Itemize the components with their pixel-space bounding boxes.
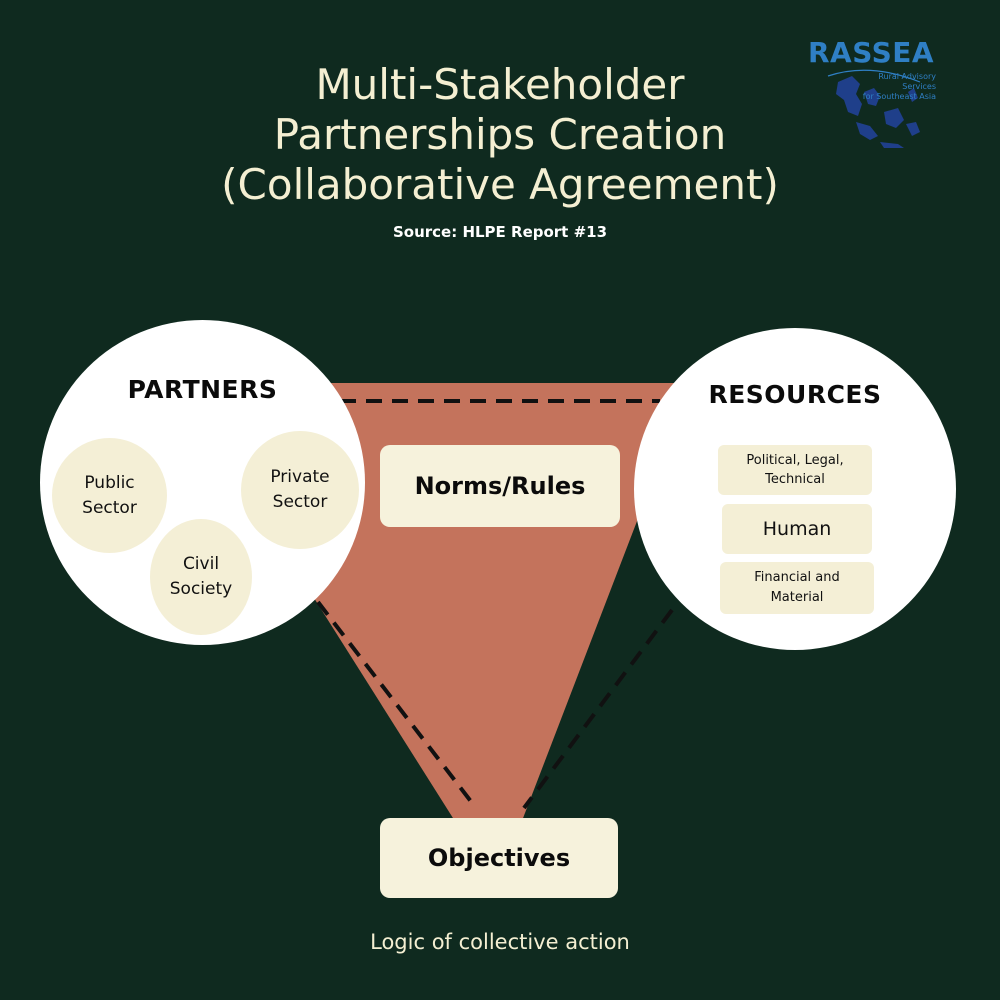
civil-society-line-1: Civil xyxy=(182,554,220,574)
public-sector-line-2: Sector xyxy=(82,497,137,518)
legal-line-1: Political, Legal, xyxy=(746,453,844,468)
dashed-right-edge xyxy=(522,608,674,810)
financial-line-2: Material xyxy=(770,590,824,605)
private-sector-line-1: Private xyxy=(270,467,330,487)
footer-caption: Logic of collective action xyxy=(370,930,630,954)
diagram-title: Multi-Stakeholder Partnerships Creation … xyxy=(120,60,880,210)
logo-subtitle-line-2: for Southeast Asia xyxy=(862,92,936,101)
title-line-2: Partnerships Creation xyxy=(273,110,727,159)
title-line-1: Multi-Stakeholder xyxy=(315,60,685,109)
logo-wordmark: RASSEA xyxy=(808,36,935,69)
source-caption: Source: HLPE Report #13 xyxy=(392,223,608,241)
title-line-3: (Collaborative Agreement) xyxy=(221,160,779,209)
resources-heading: RESOURCES xyxy=(708,380,882,409)
southeast-asia-map-icon xyxy=(827,69,921,148)
human-box: Human xyxy=(722,504,872,554)
partners-heading: PARTNERS xyxy=(127,375,278,404)
logo-subtitle-line-1: Rural Advisory Services xyxy=(878,72,936,91)
objectives-box: Objectives xyxy=(380,818,618,898)
dashed-left-edge xyxy=(316,600,478,810)
civil-society-line-2: Society xyxy=(169,579,233,599)
political-legal-technical-box: Political, Legal, Technical xyxy=(718,445,872,495)
logo-subtitle: Rural Advisory Services for Southeast As… xyxy=(846,72,936,102)
norms-rules-box: Norms/Rules xyxy=(380,445,620,527)
financial-line-1: Financial and xyxy=(754,570,840,585)
private-sector-line-2: Sector xyxy=(272,492,328,512)
public-sector-line-1: Public xyxy=(84,472,135,493)
legal-line-2: Technical xyxy=(765,472,825,487)
rassea-logo: RASSEA Rural Advisory Services for South… xyxy=(800,32,950,162)
resources-circle: RESOURCES Political, Legal, Technical Hum… xyxy=(634,328,956,650)
